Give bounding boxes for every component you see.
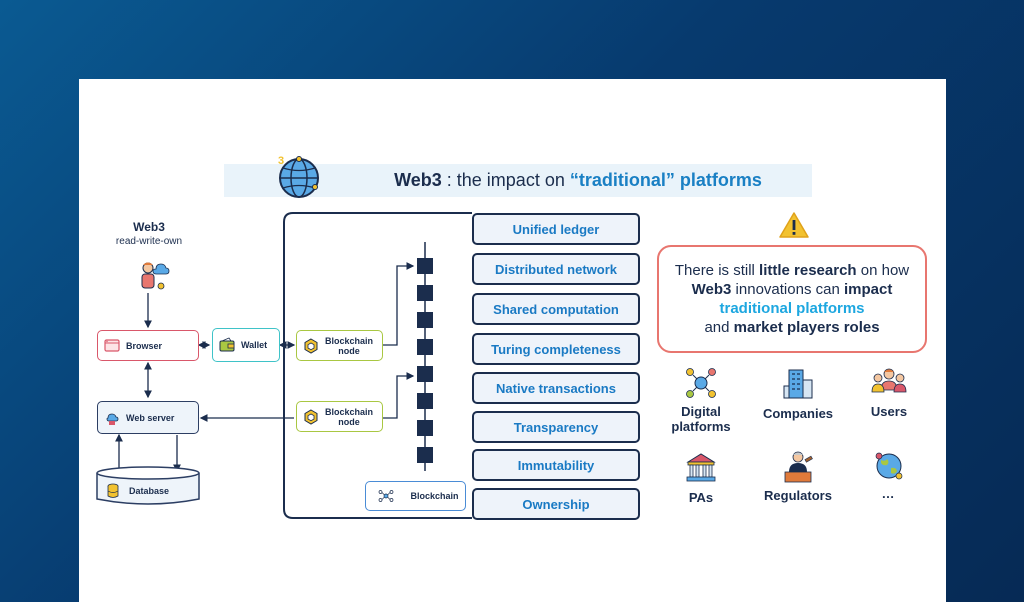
title-middle: : the impact on [446,170,565,190]
warning-icon [779,212,809,238]
title-tail: platforms [679,170,762,190]
blockchain-node-box-1: Blockchain node [296,330,383,361]
database-label: Database [129,486,170,496]
actor-label: Digital platforms [671,404,731,434]
callout-line-3: traditional platforms [719,300,865,317]
title-highlight: “traditional” [569,170,675,190]
wallet-icon [219,337,235,352]
callout-line-1: There is still little research on how [675,261,909,280]
blockchain-network-icon [379,490,394,502]
browser-box: Browser [97,330,199,361]
actor-users: Users [849,364,929,419]
user-cloud-icon [141,262,170,290]
actor-label: Regulators [764,488,832,503]
actor-label: Companies [762,406,834,421]
browser-icon [104,338,120,352]
callout-bold: Web3 [691,281,732,298]
database-cylinder [96,466,200,505]
title-band [224,164,812,197]
callout-line-2: Web3 innovations can impact [692,280,893,299]
database-icon [107,483,119,498]
callout-text: on how [856,262,910,279]
blockchain-label: Blockchain [410,491,459,501]
actor-label: PAs [688,490,714,505]
title-brand: Web3 [394,170,442,190]
feature-ownership: Ownership [472,488,640,520]
companies-icon [783,369,813,399]
callout-bold: impact [843,281,893,298]
actor-label: Users [870,404,908,419]
callout-bold: little research [759,262,857,279]
web3-label: Web3 [133,220,165,234]
actor-pas: PAs [661,450,741,505]
digital-platforms-icon [686,368,716,398]
blockchain-node-box-2: Blockchain node [296,401,383,432]
actor-regulators: Regulators [753,448,843,503]
actor-others: … [849,450,929,501]
feature-native-transactions: Native transactions [472,372,640,404]
feature-distributed-network: Distributed network [472,253,640,285]
callout-text: innovations can [731,281,844,298]
page-title: Web3 : the impact on “traditional” platf… [224,164,812,197]
wallet-box: Wallet [212,328,280,362]
wallet-label: Wallet [241,340,268,350]
feature-unified-ledger: Unified ledger [472,213,640,245]
blockchain-box: Blockchain [365,481,466,511]
node-icon [304,337,318,354]
blockchain-node-label-2: Blockchain node [325,406,374,427]
callout-text: and [704,319,734,336]
research-callout: There is still little research on how We… [657,245,927,353]
web3-globe-icon: 3 [278,155,319,198]
node-icon [304,408,318,425]
feature-shared-computation: Shared computation [472,293,640,325]
callout-bold: market players roles [733,319,880,336]
actor-label: … [881,486,897,501]
world-people-icon [875,452,903,480]
callout-line-4: and market players roles [704,318,879,337]
svg-text:3: 3 [278,155,284,167]
web-server-label: Web server [126,412,175,423]
feature-immutability: Immutability [472,449,640,481]
feature-turing-completeness: Turing completeness [472,333,640,365]
actor-digital-platforms: Digital platforms [661,366,741,434]
feature-transparency: Transparency [472,411,640,443]
browser-label: Browser [126,340,163,351]
web-server-box: Web server [97,401,199,434]
blockchain-node-label-1: Blockchain node [325,335,374,356]
web-server-icon [106,413,119,425]
diagram-connectors [115,212,472,519]
regulators-icon [784,451,813,483]
public-administration-icon [686,453,716,482]
callout-text: There is still [674,262,760,279]
actor-companies: Companies [757,366,839,421]
web3-subtitle: read-write-own [115,236,183,247]
slide-canvas: Web3 : the impact on “traditional” platf… [79,79,946,602]
users-icon [871,368,907,393]
